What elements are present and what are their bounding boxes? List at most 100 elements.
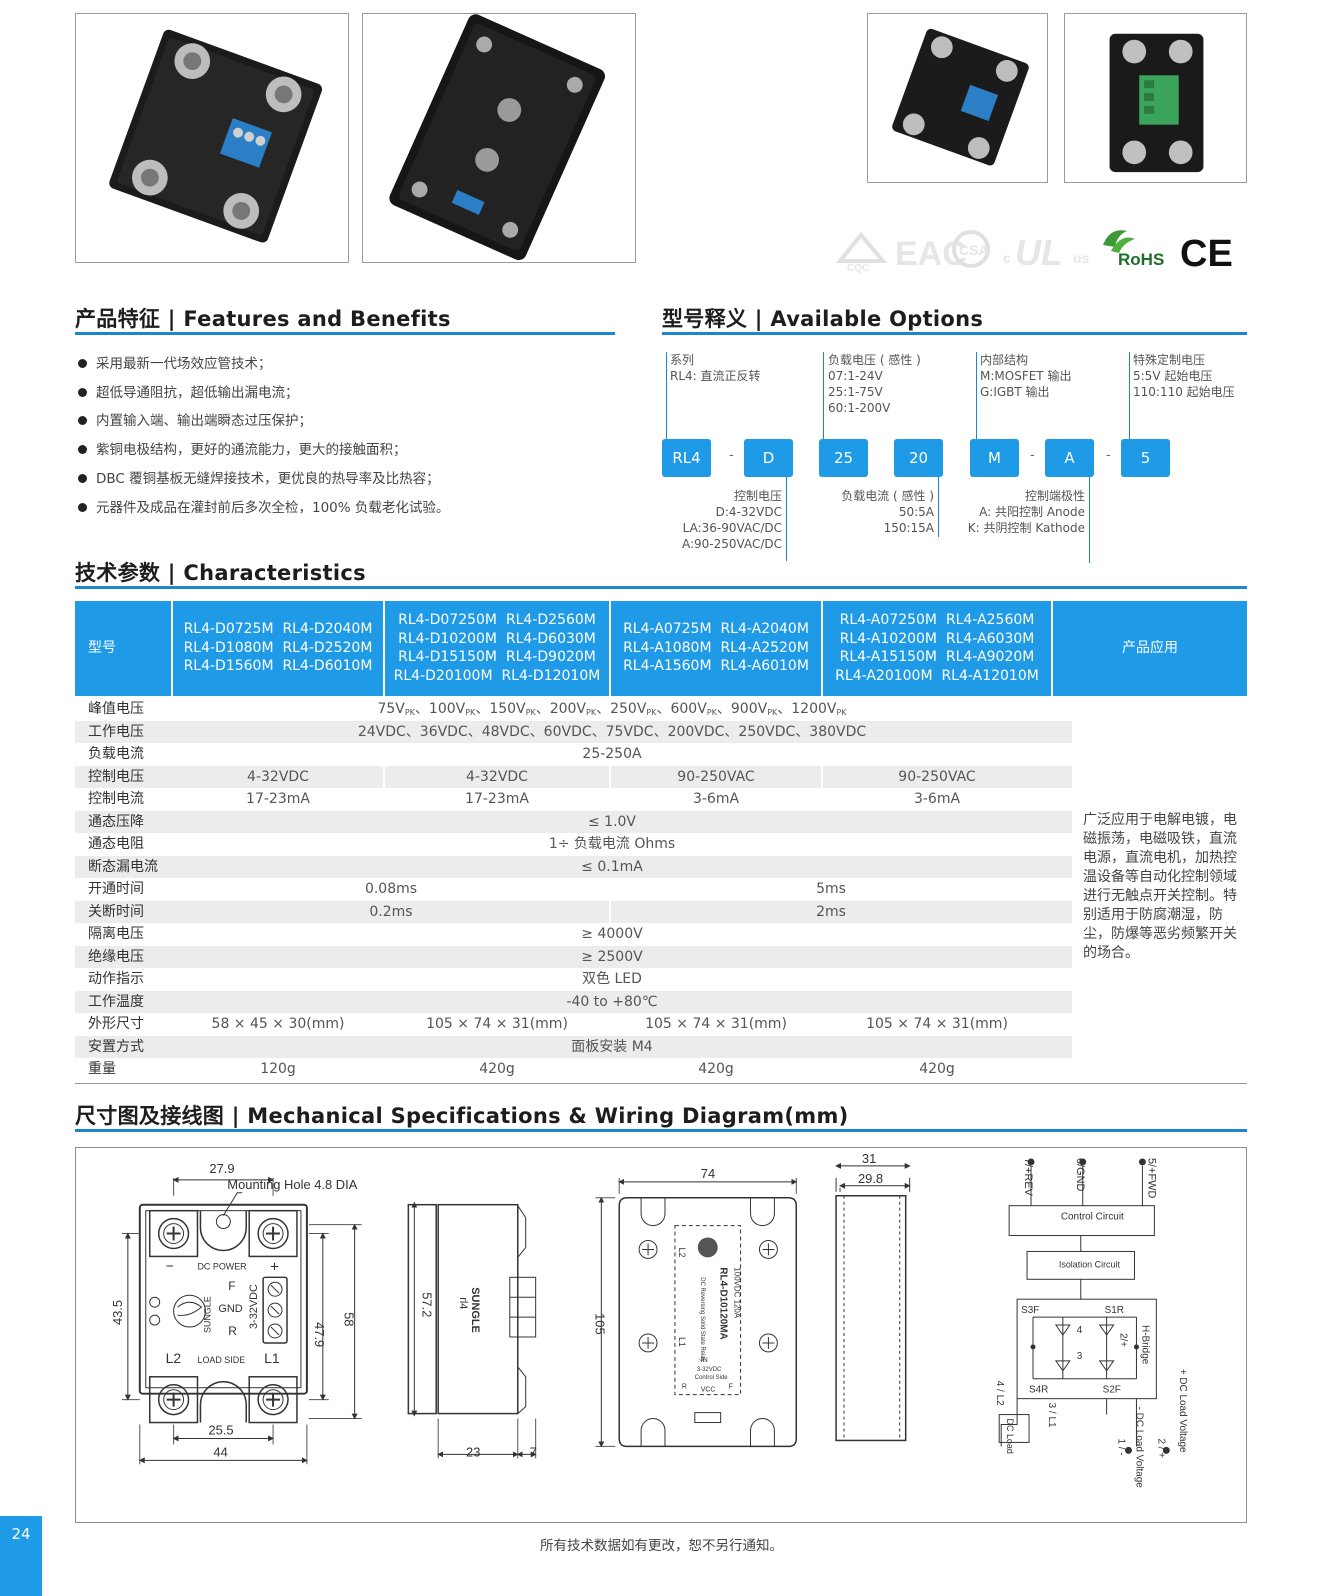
feature-item: 紫铜电极结构，更好的通流能力，更大的接触面积； [76, 436, 616, 465]
option-dash: - [729, 448, 734, 463]
svg-text:7/+REV: 7/+REV [1022, 1158, 1034, 1197]
small-relay-top-view: DC POWER − + F GND R 3-32VDC SUNGLE L2 L… [110, 1161, 362, 1465]
svg-text:DC Load: DC Load [1005, 1419, 1015, 1454]
peak-voltage-value: 250V [610, 701, 647, 717]
product-photo-2 [362, 13, 636, 263]
characteristics-title: 技术参数 | Characteristics [75, 561, 366, 585]
product-photo-4 [1064, 13, 1247, 183]
svg-text:6/GND: 6/GND [1074, 1158, 1086, 1192]
svg-text:25.5: 25.5 [208, 1422, 233, 1437]
option-series-note: 系列 RL4: 直流正反转 [670, 353, 761, 383]
option-leader [938, 477, 939, 537]
cell-divider [383, 788, 385, 811]
svg-text:−: − [166, 1257, 174, 1273]
table-cell: 0.2ms [369, 903, 413, 920]
svg-text:2/+: 2/+ [1118, 1333, 1129, 1347]
option-load-current-note: 负载电流 ( 感性 ) 50:5A 150:15A [841, 489, 934, 535]
cell-divider [609, 788, 611, 811]
svg-text:3 / L1: 3 / L1 [1046, 1403, 1057, 1428]
peak-separator: 、 [414, 701, 429, 717]
svg-text:DC POWER: DC POWER [197, 1261, 247, 1271]
svg-text:S4R: S4R [1029, 1385, 1048, 1396]
svg-text:105: 105 [592, 1313, 607, 1335]
characteristics-table: 型号 RL4-D0725M RL4-D2040M RL4-D1080M RL4-… [75, 601, 1247, 1085]
row-label: 负载电流 [88, 746, 144, 762]
table-cell: 90-250VAC [677, 768, 755, 785]
table-header-models-a-small: RL4-A0725M RL4-A2040M RL4-A1080M RL4-A25… [611, 601, 821, 696]
svg-text:74: 74 [701, 1166, 715, 1181]
table-cell: 120g [260, 1061, 296, 1077]
option-special-voltage-note: 特殊定制电压 5:5V 起始电压 110:110 起始电压 [1133, 353, 1235, 399]
svg-text:CQC: CQC [847, 263, 869, 274]
option-box-load-voltage: 25 [819, 439, 868, 477]
svg-text:R: R [682, 1384, 687, 1391]
cell-divider [609, 1013, 611, 1036]
svg-text:100VDC 120A: 100VDC 120A [733, 1267, 742, 1318]
peak-separator: 、 [656, 701, 671, 717]
option-structure-note: 内部结构 M:MOSFET 输出 G:IGBT 输出 [980, 353, 1072, 399]
table-cell: 105 × 74 × 31(mm) [866, 1016, 1008, 1032]
peak-voltage-value: 200V [549, 701, 587, 717]
option-leader [976, 352, 977, 440]
peak-separator: 、 [535, 701, 550, 717]
svg-text:- DC Load Voltage: - DC Load Voltage [1133, 1407, 1144, 1489]
table-cell: 24VDC、36VDC、48VDC、60VDC、75VDC、200VDC、250… [357, 723, 867, 740]
peak-voltage-value: 150V [489, 701, 526, 717]
table-cell: 25-250A [582, 746, 642, 762]
table-header-model-label: 型号 [75, 601, 171, 696]
row-label: 重量 [88, 1061, 116, 1077]
ce-icon: CE [1180, 233, 1233, 275]
table-bottom-rule [75, 1083, 1247, 1084]
option-box-control-voltage: D [744, 439, 793, 477]
svg-text:S3F: S3F [1021, 1305, 1039, 1316]
cqc-icon [835, 231, 888, 263]
svg-text:3-32VDC: 3-32VDC [697, 1367, 722, 1373]
row-label: 关断时间 [88, 903, 144, 920]
option-leader [1129, 352, 1130, 440]
table-row: 断态漏电流≤ 0.1mA [75, 855, 1072, 878]
peak-subscript: PK [836, 708, 847, 717]
mechanical-drawing: DC POWER − + F GND R 3-32VDC SUNGLE L2 L… [75, 1147, 1247, 1523]
row-label: 安置方式 [88, 1038, 144, 1055]
svg-text:57.2: 57.2 [419, 1292, 434, 1317]
svg-text:1 / -: 1 / - [1116, 1438, 1127, 1455]
svg-text:S1R: S1R [1105, 1305, 1124, 1316]
product-photo-1 [75, 13, 349, 263]
table-row: 安置方式面板安装 M4 [75, 1035, 1072, 1058]
option-box-load-current: 20 [894, 439, 943, 477]
cell-divider [609, 900, 611, 923]
peak-subscript: PK [586, 708, 597, 717]
peak-subscript: PK [465, 708, 476, 717]
mechanical-title: 尺寸图及接线图 | Mechanical Specifications & Wi… [75, 1104, 849, 1128]
row-label: 控制电流 [88, 791, 144, 807]
cell-divider [383, 1058, 385, 1081]
svg-text:DC Reversing Solid State Relay: DC Reversing Solid State Relay [699, 1277, 705, 1361]
svg-text:VCC: VCC [701, 1387, 716, 1394]
svg-text:29.8: 29.8 [858, 1171, 883, 1186]
table-cell: 90-250VAC [898, 768, 976, 785]
table-row: 动作指示双色 LED [75, 968, 1072, 991]
svg-text:SUNGLE: SUNGLE [469, 1287, 481, 1333]
peak-subscript: PK [525, 708, 536, 717]
svg-text:L1: L1 [264, 1350, 280, 1366]
features-title: 产品特征 | Features and Benefits [75, 307, 451, 331]
svg-text:SUNGLE: SUNGLE [202, 1296, 212, 1333]
table-row: 工作温度-40 to +80℃ [75, 990, 1072, 1013]
option-leader [666, 352, 667, 440]
features-rule [75, 332, 615, 335]
row-label: 绝缘电压 [88, 948, 144, 965]
peak-subscript: PK [706, 708, 717, 717]
cell-divider [609, 878, 611, 901]
option-load-voltage-note: 负载电压 ( 感性 ) 07:1-24V 25:1-75V 60:1-200V [828, 353, 921, 415]
table-cell: 17-23mA [246, 791, 310, 807]
svg-text:2 / +: 2 / + [1155, 1438, 1166, 1458]
feature-item: 超低导通阻抗，超低输出漏电流； [76, 379, 616, 408]
svg-text:S2F: S2F [1103, 1385, 1121, 1396]
peak-voltage-cell: 75VPK、100VPK、150VPK、200VPK、250VPK、600VPK… [173, 698, 1051, 721]
table-header-models-d-large: RL4-D07250M RL4-D2560M RL4-D10200M RL4-D… [385, 601, 609, 696]
cell-divider [609, 765, 611, 788]
